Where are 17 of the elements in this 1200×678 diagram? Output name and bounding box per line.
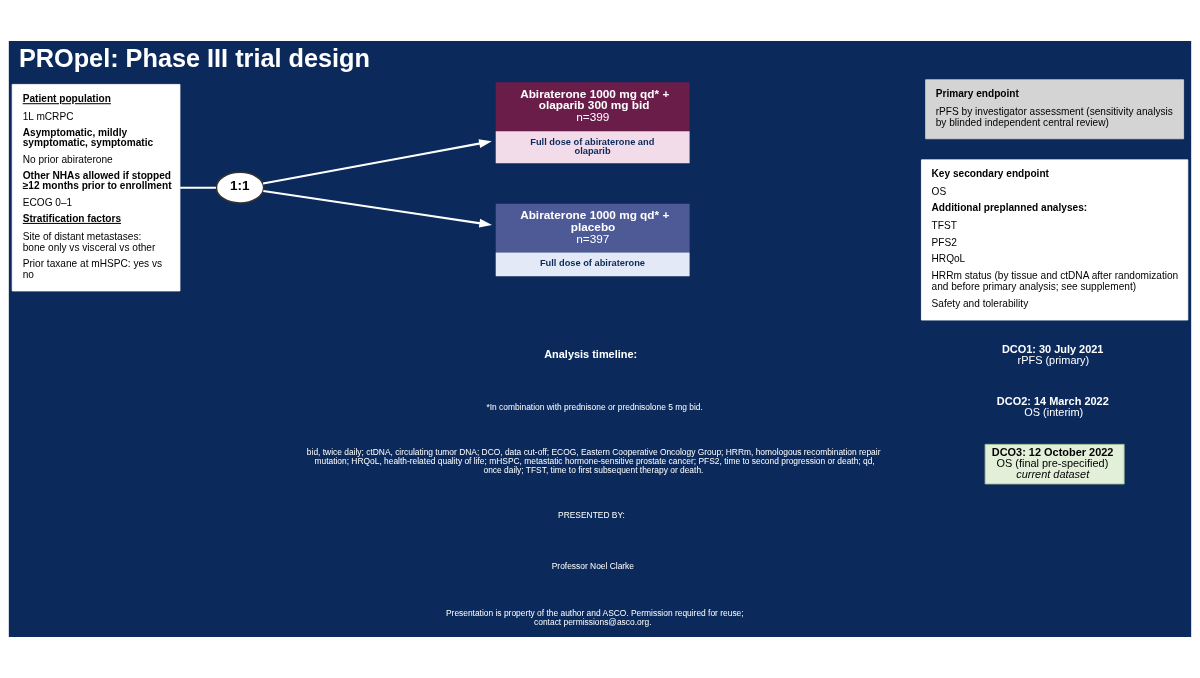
label: bid, twice daily; ctDNA, circulating tumor DNA; DCO, data cut-off; ECOG, Eastern Cooperative Oncology Group; HRRm, homologous recombination repair mutation; HRQoL, health-related quality of life; mHSPC, metastatic hormone-sensitive prostate cancer; PFS2, time to second progression or death; qd, once daily; TFST, time to first subsequent therapy or death. [306, 446, 881, 476]
node-text: DCO1: 30 July 2021 rPFS (primary) [1001, 343, 1104, 367]
node-box: DCO3: 12 October 2022 OS (final pre-specified) current dataset [984, 443, 1125, 485]
label: Analysis timeline: [544, 348, 638, 361]
connector [180, 186, 216, 189]
node-text: DCO2: 14 March 2022 OS (interim) [996, 394, 1109, 418]
label: Presentation is property of the author and ASCO. Permission required for reuse; contact permissions@asco.org. [445, 607, 744, 628]
arrow [263, 190, 493, 228]
diagram-title: PROpel: Phase III trial design [18, 44, 370, 73]
node-box: Key secondary endpoint OS Additional preplanned analyses: TFST PFS2 HRQoL HRRm status (by tissue and ctDNA after randomization and before primary analysis; see supplement) Safety and tolerability [921, 159, 1189, 321]
label: PRESENTED BY: [558, 509, 625, 520]
label: Professor Noel Clarke [551, 561, 634, 572]
node-ellipse: 1:1 [215, 171, 265, 204]
label: *In combination with prednisone or prednisolone 5 mg bid. [486, 401, 703, 412]
node-box: Primary endpoint rPFS by investigator assessment (sensitivity analysis by blinded independent central review) [925, 79, 1184, 140]
node-box: Patient population 1L mCRPC Asymptomatic, mildly symptomatic, symptomatic No prior abiraterone Other NHAs allowed if stopped ≥12 months prior to enrollment ECOG 0–1 Stratification factors Site of distant metastases: bone only vs visceral vs other Prior taxane at mHSPC: yes vs no [11, 84, 181, 292]
arrow [262, 139, 492, 185]
